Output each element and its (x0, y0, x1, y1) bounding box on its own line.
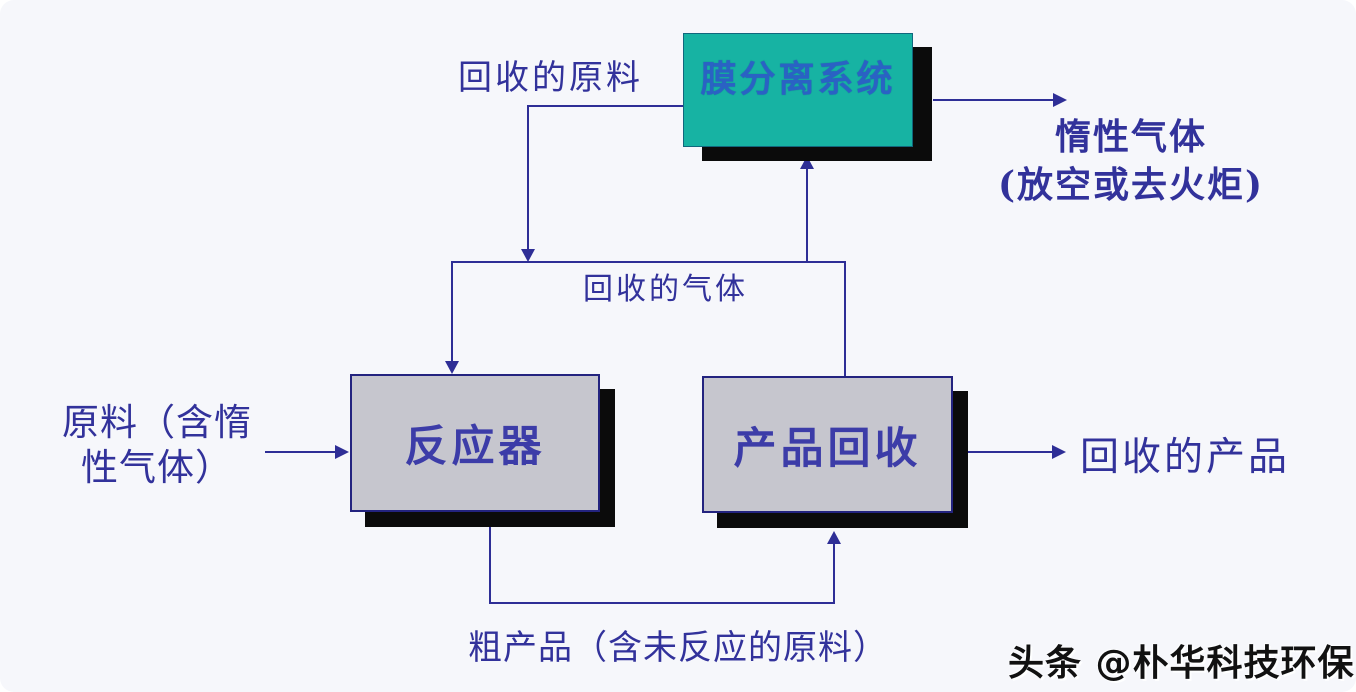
crude-product-line-left-vertical (489, 512, 491, 604)
feed-label-line2: 性气体） (81, 446, 233, 490)
membrane-separation-system-label: 膜分离系统 (700, 59, 896, 100)
reactor-box: 反应器 (350, 374, 600, 512)
crude-product-line-right-vertical (833, 544, 835, 604)
membrane-separation-system-box: 膜分离系统 (683, 33, 913, 147)
arrowhead-right-feed-icon (335, 445, 349, 459)
inert-gas-label-line2: (放空或去火炬) (997, 163, 1265, 206)
recycled-gas-line-horizontal (452, 261, 846, 263)
toutiao-watermark: 头条 @朴华科技环保 (1008, 643, 1355, 684)
product-recovery-box: 产品回收 (702, 376, 953, 513)
recovered-product-label: 回收的产品 (1080, 435, 1291, 480)
product-recovery-top-line-vertical (844, 261, 846, 377)
arrowhead-down-reactor-inlet-icon (445, 361, 459, 374)
product-recovery-label: 产品回收 (733, 423, 922, 474)
recycled-feed-line-vertical (527, 105, 529, 253)
feed-label-line1: 原料（含惰 (62, 401, 252, 444)
inert-gas-line-horizontal (933, 99, 1055, 101)
reactor-inlet-line-vertical (451, 261, 453, 363)
arrowhead-down-recycled-feed-icon (521, 249, 535, 262)
feed-line-horizontal (265, 451, 339, 453)
recovered-product-line-horizontal (967, 451, 1055, 453)
crude-product-line-horizontal (489, 602, 835, 604)
recycled-feed-label: 回收的原料 (458, 58, 643, 98)
arrowhead-up-crude-product-icon (827, 531, 841, 544)
crude-product-label: 粗产品（含未反应的原料） (468, 628, 888, 668)
arrowhead-right-inert-gas-icon (1053, 93, 1067, 107)
inert-gas-label-line1: 惰性气体 (1054, 116, 1207, 158)
arrowhead-up-membrane-inlet-icon (800, 156, 814, 169)
inert-gas-label: 惰性气体 (放空或去火炬) (978, 114, 1284, 209)
reactor-label: 反应器 (404, 422, 546, 472)
recycled-gas-label: 回收的气体 (583, 272, 748, 307)
arrowhead-right-recovered-product-icon (1052, 445, 1066, 459)
recycled-feed-line-horizontal (527, 105, 683, 107)
membrane-inlet-line-vertical (806, 167, 808, 263)
feed-label: 原料（含惰 性气体） (33, 400, 281, 490)
